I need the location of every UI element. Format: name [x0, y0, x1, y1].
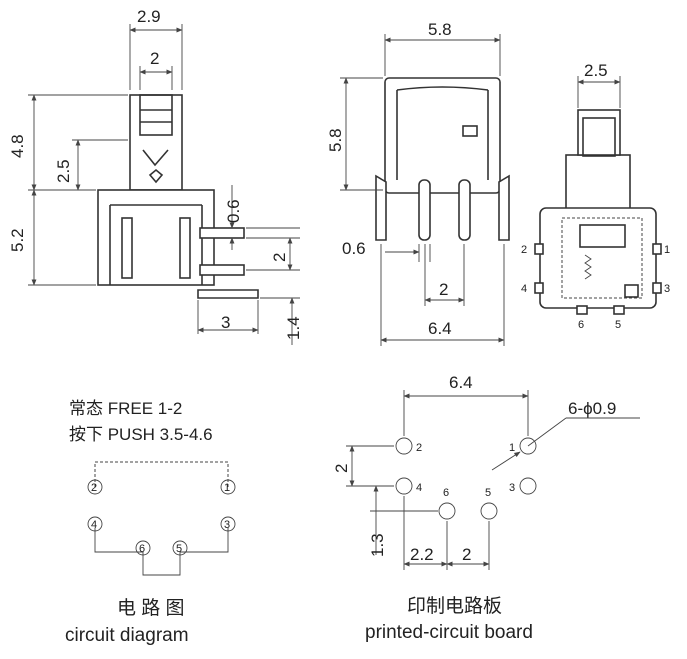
- side-pin-base: [197, 289, 259, 299]
- top-pin-2: 2: [521, 244, 527, 256]
- circuit-caption-cn: 电 路 图: [117, 597, 185, 619]
- circuit-node-5: [172, 540, 188, 556]
- pcb-label-2: 2: [416, 442, 422, 454]
- circuit-node-4: [87, 516, 103, 532]
- state-free-label: 常态 FREE 1-2: [69, 399, 182, 418]
- front-view: 5.8 5.8 0.6 2 6.4: [326, 20, 510, 346]
- pcb-dim-x1: 2.2: [410, 545, 434, 564]
- pcb-hole-2: [395, 437, 413, 455]
- top-pin-1: 1: [664, 244, 670, 256]
- side-dim-pin-thickness: 0.6: [224, 199, 243, 223]
- side-plunger: [129, 94, 183, 191]
- top-housing: [539, 207, 657, 309]
- pcb-hole-spec: 6-ϕ0.9: [568, 399, 616, 418]
- front-dim-height: 5.8: [326, 128, 345, 152]
- side-dim-pin-offset: 1.4: [284, 316, 303, 340]
- front-housing: [384, 77, 501, 194]
- circuit-label-1: 1: [224, 482, 230, 494]
- circuit-diagram: 2 1 4 3 6 5 电 路 图 circuit diagram: [65, 461, 236, 646]
- pcb-dim-x2: 2: [462, 545, 471, 564]
- pcb-label-5: 5: [485, 487, 491, 499]
- circuit-label-6: 6: [139, 543, 145, 555]
- pcb-hole-5: [480, 502, 498, 520]
- pcb-layout: 2 1 4 3 6 5 6.4 6-ϕ0.9 2 1.3 2.2 2 印制电路板: [332, 373, 640, 643]
- top-view: 2 1 4 3 6 5 2.5: [521, 61, 670, 331]
- front-dim-pin-pitch: 2: [439, 280, 448, 299]
- pcb-hole-4: [395, 477, 413, 495]
- side-dim-top-inner: 2: [150, 49, 159, 68]
- front-dim-span: 6.4: [428, 319, 452, 338]
- circuit-label-4: 4: [91, 519, 97, 531]
- circuit-label-2: 2: [91, 482, 97, 494]
- top-pin-4: 4: [521, 283, 527, 295]
- side-dim-pin-pitch: 2: [270, 253, 289, 262]
- side-dim-height-lower: 5.2: [8, 228, 27, 252]
- pcb-label-3: 3: [509, 482, 515, 494]
- state-push-label: 按下 PUSH 3.5-4.6: [69, 425, 213, 444]
- top-pin-5: 5: [615, 319, 621, 331]
- pcb-dim-span: 6.4: [449, 373, 473, 392]
- circuit-node-6: [135, 540, 151, 556]
- pcb-label-6: 6: [443, 487, 449, 499]
- side-dim-height-mid: 2.5: [54, 159, 73, 183]
- side-pin-lower: [199, 264, 245, 276]
- top-contact: [579, 224, 626, 248]
- front-pin-right: [458, 179, 471, 241]
- front-dim-width: 5.8: [428, 20, 452, 39]
- top-pin-3: 3: [664, 283, 670, 295]
- front-leg-left: [375, 174, 387, 241]
- top-button: [577, 109, 621, 156]
- front-dim-pin-thickness: 0.6: [342, 239, 366, 258]
- pcb-label-1: 1: [509, 442, 515, 454]
- circuit-node-2: [87, 479, 103, 495]
- pcb-hole-3: [519, 477, 537, 495]
- pcb-dim-offset: 1.3: [368, 533, 387, 557]
- top-pin-6: 6: [578, 319, 584, 331]
- circuit-node-3: [220, 516, 236, 532]
- pcb-caption-cn: 印制电路板: [407, 595, 502, 617]
- circuit-node-1: [220, 479, 236, 495]
- front-leg-right: [498, 174, 510, 241]
- pcb-caption-en: printed-circuit board: [365, 622, 533, 643]
- pcb-dim-row-pitch: 2: [332, 464, 351, 473]
- side-dim-pin-length: 3: [221, 313, 230, 332]
- side-pin-upper: [199, 227, 245, 239]
- side-dim-top-outer: 2.9: [137, 7, 161, 26]
- front-pin-left: [418, 179, 431, 241]
- side-dim-height-upper: 4.8: [8, 134, 27, 158]
- side-view: 2.9 2 4.8 5.2 2.5 0.6 2 1.4 3: [8, 7, 303, 345]
- pcb-label-4: 4: [416, 482, 422, 494]
- circuit-label-5: 5: [176, 543, 182, 555]
- circuit-caption-en: circuit diagram: [65, 625, 189, 646]
- side-plunger-cap: [139, 94, 173, 136]
- circuit-label-3: 3: [224, 519, 230, 531]
- pcb-hole-1: [519, 437, 537, 455]
- pcb-hole-6: [438, 502, 456, 520]
- front-window: [462, 125, 478, 137]
- top-dim-button: 2.5: [584, 61, 608, 80]
- top-stem: [565, 154, 631, 211]
